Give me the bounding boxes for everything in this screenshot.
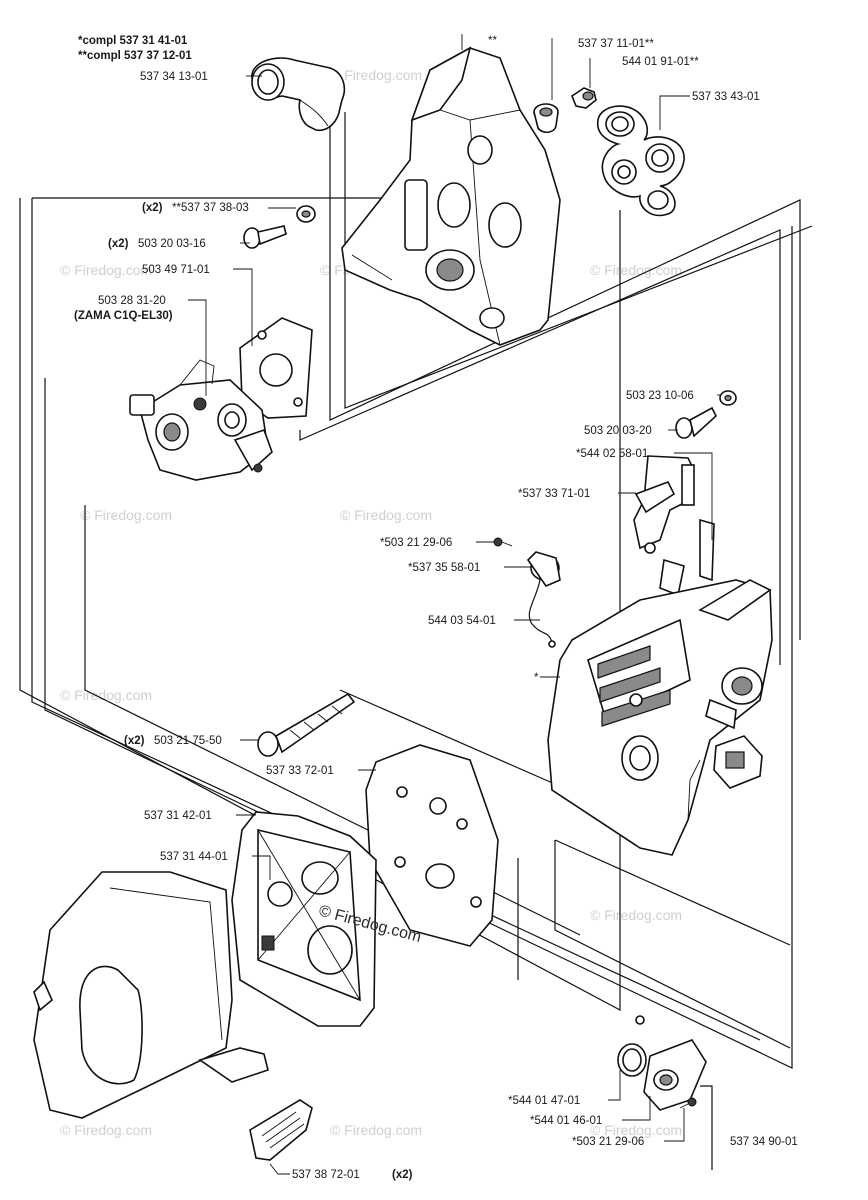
- small-screw: [679, 1097, 697, 1109]
- part-label: *544 01 47-01: [508, 1095, 580, 1107]
- filter-element: [365, 744, 499, 947]
- part-label: *503 21 29-06: [572, 1136, 644, 1148]
- part-label: *503 21 29-06: [380, 537, 452, 549]
- grommet: [533, 103, 559, 134]
- watermark: © Firedog.com: [330, 67, 422, 83]
- part-label: 537 31 44-01: [160, 851, 228, 863]
- carburetor: [129, 359, 273, 481]
- part-label: 503 20 03-20: [584, 425, 652, 437]
- assembly-label: **compl 537 37 12-01: [78, 50, 192, 62]
- part-label: 537 38 72-01: [292, 1169, 360, 1181]
- long-bolt: [257, 692, 356, 757]
- quantity-label: (x2): [392, 1169, 413, 1181]
- watermark: © Firedog.com: [60, 687, 152, 703]
- screw: [243, 225, 287, 249]
- part-label: 537 33 43-01: [692, 91, 760, 103]
- part-label: 537 31 42-01: [144, 810, 212, 822]
- carburetor-bracket: [341, 46, 561, 346]
- watermark: © Firedog.com: [590, 262, 682, 278]
- part-label: 503 21 75-50: [154, 735, 222, 747]
- choke-lever: [633, 455, 715, 597]
- model-label: (ZAMA C1Q-EL30): [74, 310, 173, 322]
- part-label: **: [488, 35, 497, 47]
- part-label: *537 33 71-01: [518, 488, 590, 500]
- end-plate: [643, 1039, 707, 1111]
- part-label: 503 20 03-16: [138, 238, 206, 250]
- part-label: 537 34 13-01: [140, 71, 208, 83]
- part-label: 537 33 72-01: [266, 765, 334, 777]
- plug: [571, 87, 597, 109]
- filter-frame: [231, 811, 377, 1027]
- watermark: © Firedog.com: [80, 507, 172, 523]
- seal-block: [713, 735, 763, 789]
- watermark: © Firedog.com: [590, 1122, 682, 1138]
- part-label: 537 34 90-01: [730, 1136, 798, 1148]
- part-label: 503 28 31-20: [98, 295, 166, 307]
- part-label: 544 01 91-01**: [622, 56, 699, 68]
- air-filter-cover: [33, 871, 269, 1119]
- part-label: 503 23 10-06: [626, 390, 694, 402]
- assembly-label: *compl 537 31 41-01: [78, 35, 188, 47]
- air-filter-housing: [547, 579, 773, 856]
- intake-elbow: [251, 57, 346, 132]
- throttle-wire: [528, 579, 556, 648]
- bushing: [526, 551, 561, 587]
- part-label: 503 49 71-01: [142, 264, 210, 276]
- triple-boot: [596, 105, 685, 217]
- pin: [635, 1015, 713, 1170]
- leader-lines: [188, 34, 720, 1175]
- watermark: © Firedog.com: [340, 507, 432, 523]
- watermark: © Firedog.com: [60, 1122, 152, 1138]
- part-label: *544 02 58-01: [576, 448, 648, 460]
- part-label: 537 37 11-01**: [578, 38, 654, 50]
- part-label: *537 35 58-01: [408, 562, 480, 574]
- part-label: 544 03 54-01: [428, 615, 496, 627]
- carburetor-gasket: [239, 317, 313, 419]
- small-grommet: [296, 205, 316, 223]
- watermark: © Firedog.com: [60, 262, 152, 278]
- part-label: **537 37 38-03: [172, 202, 249, 214]
- cover-clip: [249, 1099, 313, 1161]
- watermark: © Firedog.com: [590, 907, 682, 923]
- quantity-label: (x2): [124, 735, 145, 747]
- bolt: [675, 406, 717, 439]
- o-ring: [617, 1043, 647, 1077]
- clip: [493, 537, 513, 547]
- quantity-label: (x2): [142, 202, 163, 214]
- part-label: *544 01 46-01: [530, 1115, 602, 1127]
- watermark: © Firedog.com: [330, 1122, 422, 1138]
- part-label: *: [534, 672, 539, 684]
- quantity-label: (x2): [108, 238, 129, 250]
- part-labels: *compl 537 31 41-01 **compl 537 37 12-01…: [74, 35, 798, 1181]
- washer: [719, 390, 737, 406]
